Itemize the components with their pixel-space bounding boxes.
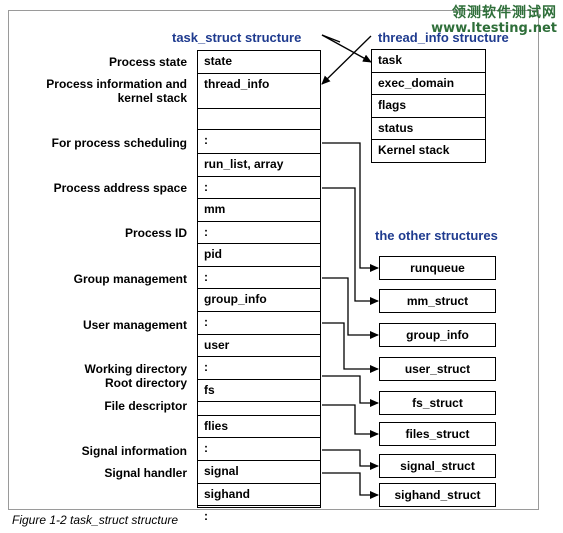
struct-box-signal-struct: signal_struct — [379, 454, 496, 478]
struct-box-sighand-struct: sighand_struct — [379, 483, 496, 507]
struct-box-fs-struct: fs_struct — [379, 391, 496, 415]
thread-info-title: thread_info structure — [378, 30, 509, 45]
ti-cell-task: task — [372, 50, 485, 73]
line-thread-info-head — [321, 34, 341, 43]
connector-runqueue — [322, 142, 379, 272]
ts-cell-ellipsis: : — [198, 177, 320, 199]
diagram-frame — [8, 10, 539, 510]
ts-cell-ellipsis: : — [204, 509, 208, 523]
label-signal-information: Signal information — [81, 444, 187, 458]
ts-cell-run-list: run_list, array — [198, 154, 320, 177]
ts-cell-fs: fs — [198, 380, 320, 402]
ts-cell-blank — [198, 109, 320, 130]
ts-cell-state: state — [198, 51, 320, 74]
struct-box-user-struct: user_struct — [379, 357, 496, 381]
watermark: 领测软件测试网 www.ltesting.net — [431, 5, 557, 37]
ts-cell-user: user — [198, 335, 320, 357]
connector-group-info — [322, 277, 379, 339]
ts-cell-ellipsis: : — [198, 438, 320, 461]
ts-cell-blank — [198, 402, 320, 416]
other-structures-title: the other structures — [375, 228, 498, 243]
ti-cell-status: status — [372, 118, 485, 140]
label-process-info: Process information and — [46, 77, 187, 91]
ti-cell-flags: flags — [372, 95, 485, 118]
label-user-management: User management — [82, 318, 187, 332]
struct-box-mm-struct: mm_struct — [379, 289, 496, 313]
label-root-directory: Root directory — [104, 376, 187, 390]
connector-user-struct — [322, 322, 379, 373]
struct-box-runqueue: runqueue — [379, 256, 496, 280]
ts-cell-flies: flies — [198, 416, 320, 438]
label-signal-handler: Signal handler — [104, 466, 187, 480]
label-working-directory: Working directory — [84, 362, 187, 376]
connector-mm-struct — [322, 187, 379, 305]
watermark-chinese-text: 领测软件测试网 — [452, 5, 557, 21]
ts-cell-ellipsis: : — [198, 357, 320, 380]
ti-cell-exec-domain: exec_domain — [372, 73, 485, 95]
label-group-management: Group management — [73, 272, 187, 286]
ti-cell-kernel-stack: Kernel stack — [378, 143, 450, 157]
label-process-id: Process ID — [124, 226, 187, 240]
label-file-descriptor: File descriptor — [104, 399, 187, 413]
task-struct-title: task_struct structure — [172, 30, 302, 45]
arrow-task-to-thread-info — [321, 35, 372, 85]
ts-cell-ellipsis: : — [198, 130, 320, 154]
label-address-space: Process address space — [53, 181, 187, 195]
task-struct-table: state thread_info : run_list, array : mm… — [197, 50, 321, 523]
label-kernel-stack: kernel stack — [117, 91, 187, 105]
struct-box-group-info: group_info — [379, 323, 496, 347]
ts-cell-ellipsis: : — [198, 222, 320, 244]
connector-signal-struct — [322, 449, 379, 470]
figure-caption: Figure 1-2 task_struct structure — [12, 513, 179, 527]
ts-cell-mm: mm — [198, 199, 320, 222]
thread-info-table: task exec_domain flags status Kernel sta… — [371, 49, 486, 163]
ts-cell-signal: signal — [198, 461, 320, 484]
arrow-thread-info-to-task — [321, 34, 372, 63]
ts-cell-pid: pid — [198, 244, 320, 267]
ts-cell-ellipsis: : — [198, 267, 320, 289]
label-process-state: Process state — [108, 55, 187, 69]
ts-cell-thread-info: thread_info — [198, 74, 320, 109]
ts-cell-group-info: group_info — [198, 289, 320, 312]
connector-sighand-struct — [322, 472, 379, 499]
connector-fs-struct — [322, 375, 379, 407]
ts-cell-sighand: sighand — [198, 484, 320, 506]
watermark-url: www.ltesting.net — [431, 21, 557, 36]
connector-files-struct — [322, 404, 379, 438]
ts-cell-ellipsis: : — [198, 312, 320, 335]
label-scheduling: For process scheduling — [51, 136, 187, 150]
struct-box-files-struct: files_struct — [379, 422, 496, 446]
